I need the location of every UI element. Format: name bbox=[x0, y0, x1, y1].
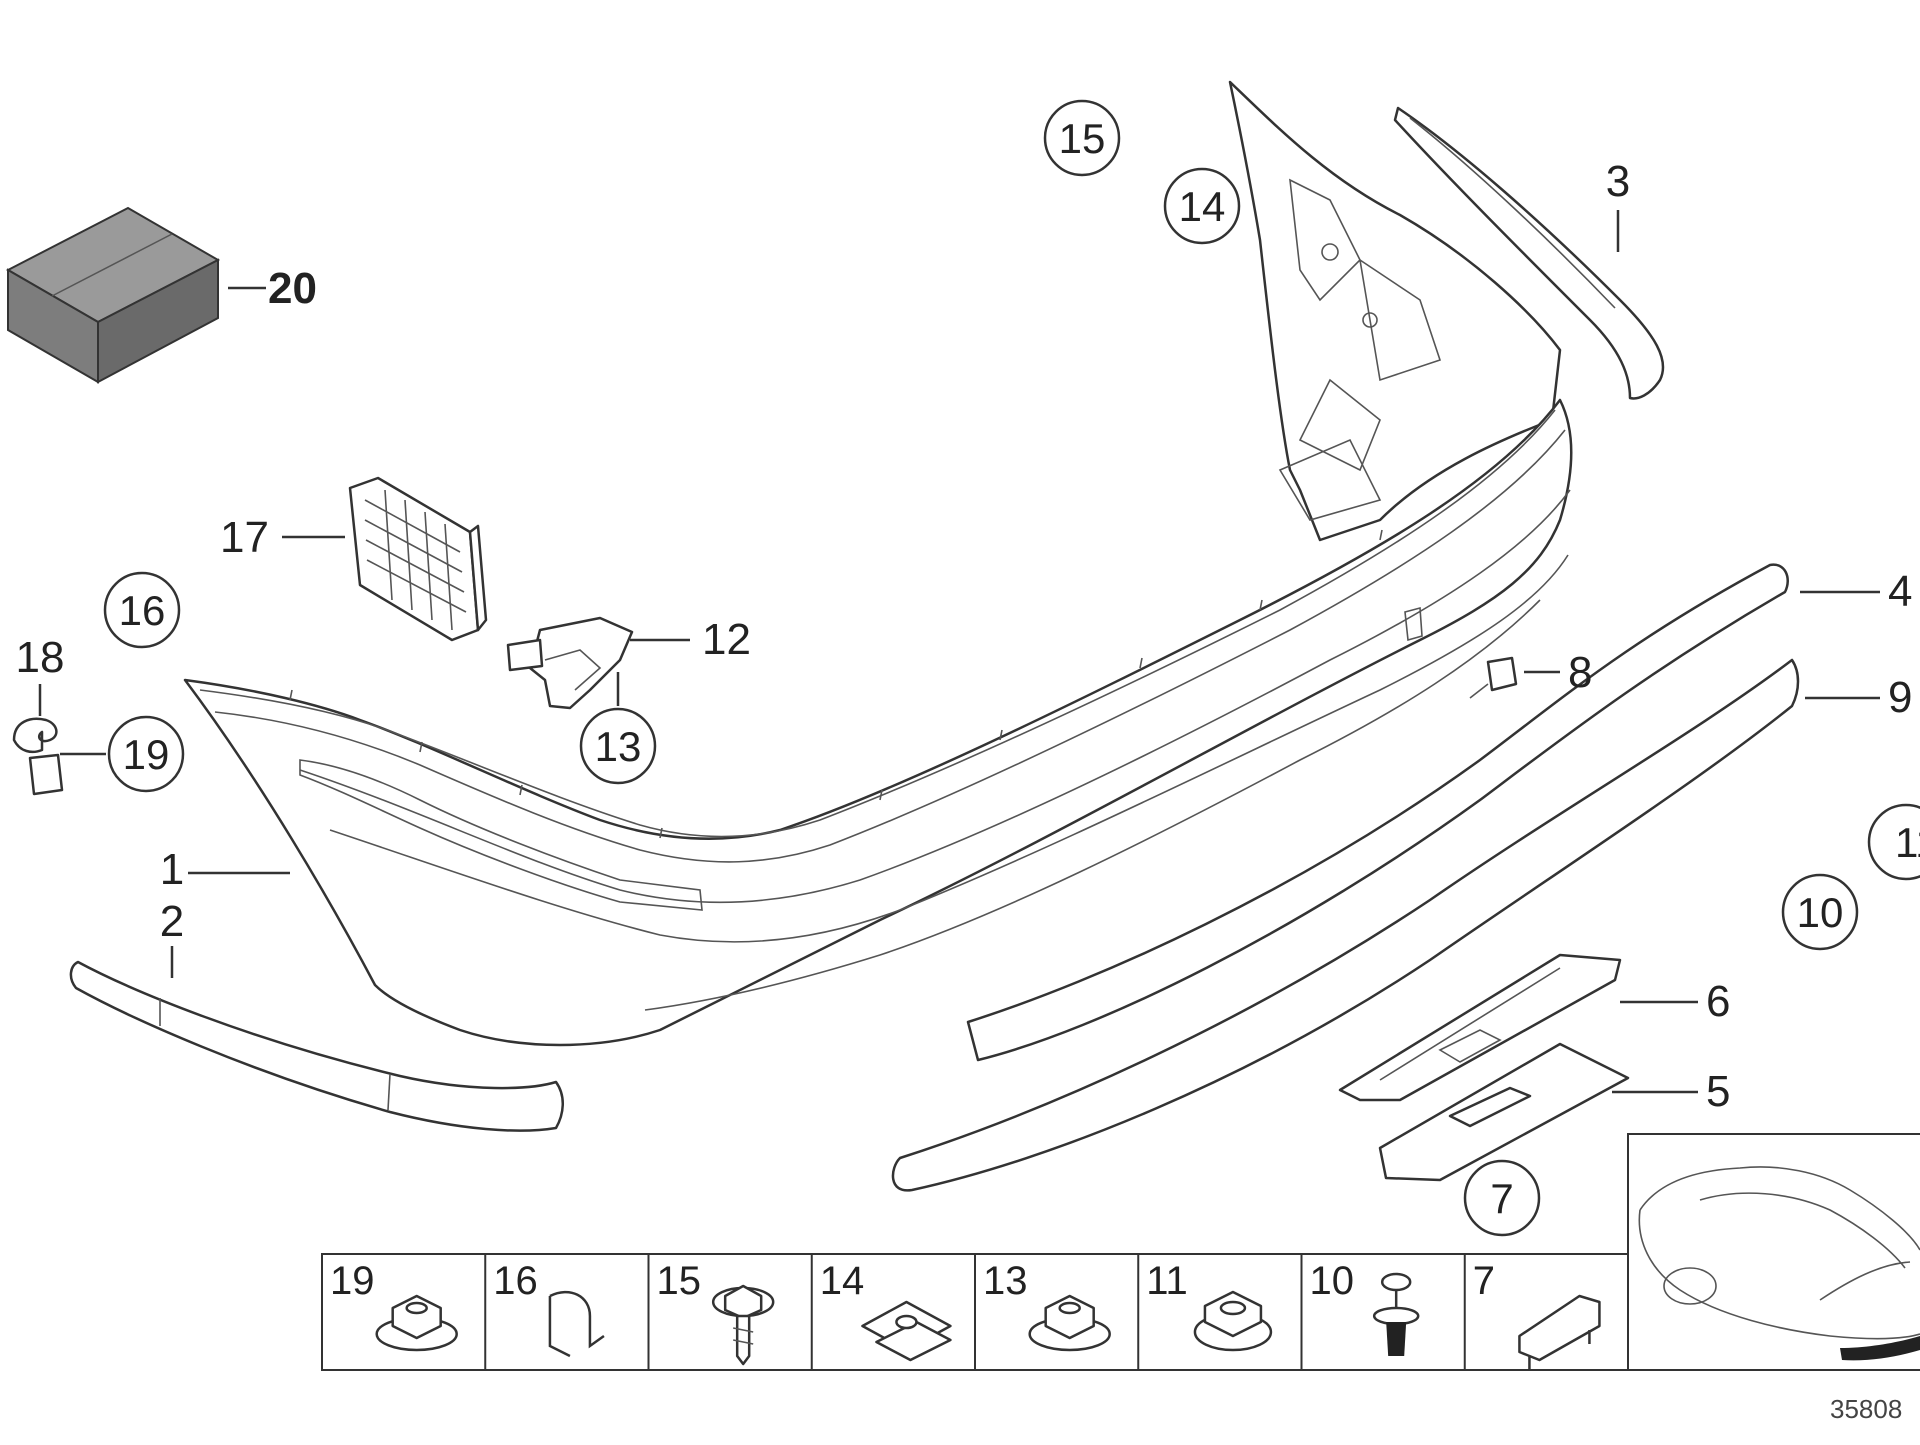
cover-part-5: 5 bbox=[1378, 1042, 1730, 1182]
flange-nut-icon bbox=[375, 1294, 458, 1352]
svg-text:10: 10 bbox=[1797, 889, 1844, 936]
fastener-label: 10 bbox=[1310, 1259, 1355, 1303]
svg-text:14: 14 bbox=[1179, 183, 1226, 230]
callout-14-circle: 14 bbox=[1163, 167, 1241, 245]
callout-5: 5 bbox=[1706, 1067, 1730, 1116]
callout-13-circle: 13 bbox=[579, 707, 657, 785]
callout-12: 12 bbox=[702, 615, 751, 664]
fastener-cell-11: 11 bbox=[1137, 1254, 1273, 1370]
fastener-label: 19 bbox=[330, 1259, 375, 1303]
vehicle-location-thumbnail bbox=[1627, 1133, 1920, 1371]
svg-text:11: 11 bbox=[1895, 819, 1920, 866]
clip-part-18: 18 bbox=[12, 633, 106, 796]
callout-20: 20 bbox=[268, 264, 317, 313]
svg-text:15: 15 bbox=[1059, 115, 1106, 162]
callout-4: 4 bbox=[1888, 567, 1912, 616]
callout-16-circle: 16 bbox=[103, 571, 181, 649]
spring-clip-icon bbox=[548, 1290, 605, 1358]
fastener-cell-7: 7 bbox=[1463, 1254, 1601, 1370]
fastener-label: 7 bbox=[1473, 1259, 1495, 1303]
callout-9: 9 bbox=[1888, 673, 1912, 722]
fastener-label: 11 bbox=[1146, 1259, 1188, 1303]
fastener-cell-16: 16 bbox=[484, 1254, 605, 1370]
svg-text:7: 7 bbox=[1490, 1175, 1513, 1222]
reference-number: 35808 bbox=[1830, 1394, 1902, 1424]
expanding-rivet-icon bbox=[1372, 1272, 1420, 1356]
svg-text:16: 16 bbox=[119, 587, 166, 634]
fastener-cell-10: 10 bbox=[1300, 1254, 1420, 1370]
clip-nut-icon bbox=[861, 1300, 952, 1362]
svg-text:13: 13 bbox=[595, 723, 642, 770]
bracket-part-6: 6 bbox=[1338, 953, 1730, 1102]
callout-19-circle: 19 bbox=[107, 715, 185, 793]
callout-15-circle: 15 bbox=[1043, 99, 1121, 177]
fastener-cell-19: 19 bbox=[330, 1259, 458, 1352]
callout-2: 2 bbox=[160, 897, 184, 946]
callout-11-circle: 11 bbox=[1867, 803, 1920, 881]
callout-1: 1 bbox=[160, 845, 184, 894]
fastener-label: 15 bbox=[657, 1259, 702, 1303]
bumper-cover-part-1 bbox=[183, 80, 1573, 1047]
fastener-cell-13: 13 bbox=[974, 1254, 1111, 1370]
hex-nut-icon bbox=[1193, 1290, 1273, 1352]
trim-strip-part-2 bbox=[69, 960, 564, 1132]
flange-nut-icon bbox=[1028, 1294, 1111, 1352]
fastener-cell-15: 15 bbox=[647, 1254, 775, 1370]
callout-6: 6 bbox=[1706, 977, 1730, 1026]
callout-10-circle: 10 bbox=[1781, 873, 1859, 951]
fastener-table: 19 16 15 14 13 11 10 7 bbox=[321, 1253, 1629, 1371]
hex-screw-icon bbox=[711, 1284, 775, 1366]
callout-17: 17 bbox=[220, 513, 269, 562]
fastener-label: 14 bbox=[820, 1259, 865, 1303]
plastic-clip-icon bbox=[1518, 1294, 1601, 1370]
box-part-20: 20 bbox=[5, 206, 317, 384]
grille-part-17: 17 bbox=[220, 476, 488, 642]
callout-7-circle: 7 bbox=[1463, 1159, 1541, 1237]
bracket-part-12: 12 bbox=[506, 615, 751, 710]
callout-18: 18 bbox=[16, 633, 65, 682]
trim-strip-part-4: 4 bbox=[966, 563, 1912, 1062]
trim-strip-part-3: 3 bbox=[1393, 106, 1665, 400]
cap-part-8: 8 bbox=[1469, 648, 1592, 699]
fastener-label: 16 bbox=[493, 1259, 538, 1303]
svg-text:19: 19 bbox=[123, 731, 170, 778]
trim-strip-part-9: 9 bbox=[891, 658, 1912, 1192]
callout-3: 3 bbox=[1606, 157, 1630, 206]
callout-8: 8 bbox=[1568, 648, 1592, 697]
fastener-cell-14: 14 bbox=[810, 1254, 952, 1370]
fastener-label: 13 bbox=[983, 1259, 1028, 1303]
